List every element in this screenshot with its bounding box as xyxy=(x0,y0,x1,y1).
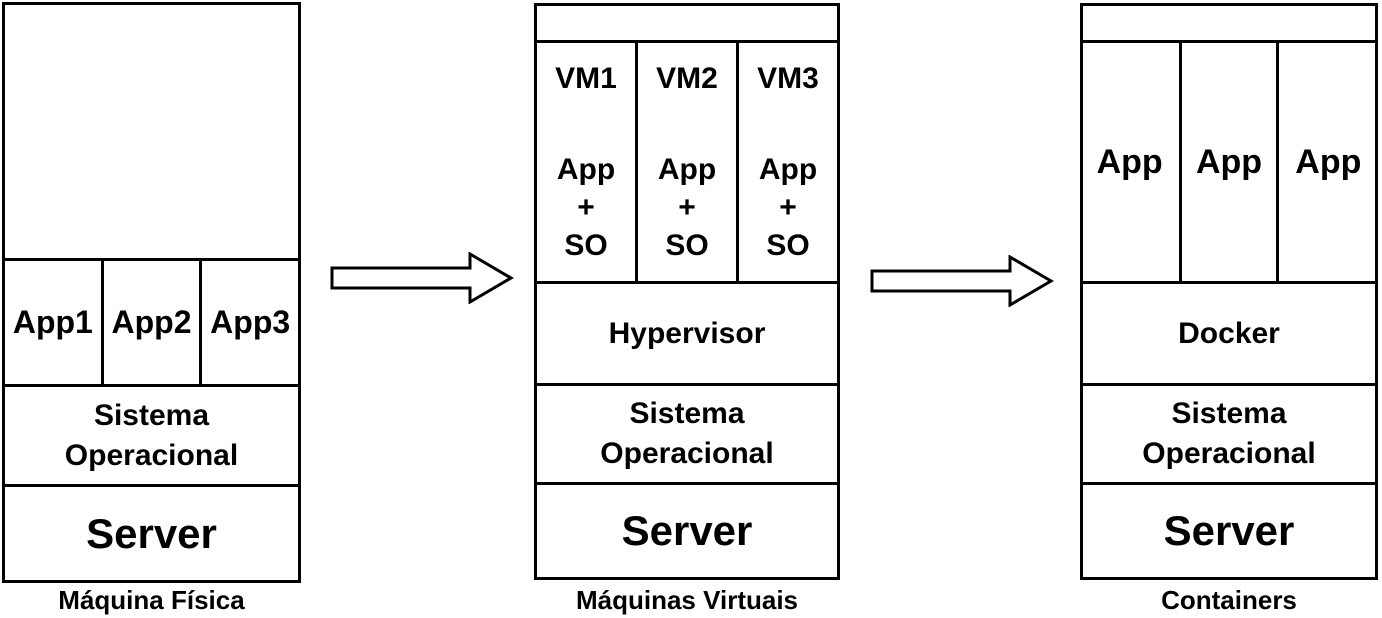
virtual-top-strip xyxy=(537,6,837,40)
containers-top-strip xyxy=(1083,6,1375,40)
vm2-content: App + SO xyxy=(658,151,716,265)
hypervisor-layer: Hypervisor xyxy=(608,316,766,350)
vm2-plus-sign: + xyxy=(678,191,696,224)
vm1-so-label: SO xyxy=(564,229,608,262)
app2-box: App2 xyxy=(100,261,200,384)
vm2-so-label: SO xyxy=(665,229,709,262)
virtual-os-layer: Sistema Operacional xyxy=(537,383,837,482)
virtual-server-layer: Server xyxy=(537,482,837,577)
os-line-1: Sistema xyxy=(1171,397,1287,430)
vm1-column: VM1 App + SO xyxy=(537,43,635,281)
containers-stack: App App App Docker Sistema Operacional S… xyxy=(1080,3,1378,580)
physical-app-row: App1 App2 App3 xyxy=(5,258,298,384)
virtual-machines-stack: VM1 App + SO VM2 App + SO VM3 App xyxy=(534,3,840,580)
vm2-title: VM2 xyxy=(656,62,718,95)
vm1-app-label: App xyxy=(556,153,616,186)
vm3-title: VM3 xyxy=(757,62,819,95)
vm3-plus-sign: + xyxy=(779,191,797,224)
vm3-app-label: App xyxy=(758,153,818,186)
vm-row: VM1 App + SO VM2 App + SO VM3 App xyxy=(537,40,837,284)
virtual-caption: Máquinas Virtuais xyxy=(575,585,799,615)
physical-empty-space xyxy=(5,5,298,258)
container-app1-column: App xyxy=(1096,142,1163,181)
containers-caption: Containers xyxy=(1161,585,1297,615)
os-line-1: Sistema xyxy=(93,398,210,432)
vm3-column: VM3 App + SO xyxy=(736,43,837,281)
vm3-so-label: SO xyxy=(766,229,810,262)
app1-box: App1 xyxy=(12,304,93,340)
containers-app-row: App App App xyxy=(1083,40,1375,284)
vm3-content: App + SO xyxy=(759,151,817,265)
physical-caption: Máquina Física xyxy=(58,585,245,615)
right-arrow-icon xyxy=(330,252,514,304)
right-arrow-icon xyxy=(870,255,1054,307)
os-line-2: Operacional xyxy=(1142,437,1316,470)
vm2-column: VM2 App + SO xyxy=(635,43,736,281)
app3-box: App3 xyxy=(199,261,298,384)
container-app2-column: App xyxy=(1179,43,1279,281)
vm1-plus-sign: + xyxy=(577,191,595,224)
os-line-2: Operacional xyxy=(600,437,774,470)
physical-os-layer: Sistema Operacional xyxy=(5,384,298,484)
containers-os-layer: Sistema Operacional xyxy=(1083,383,1375,482)
physical-server-layer: Server xyxy=(5,484,298,580)
os-line-2: Operacional xyxy=(64,438,239,472)
physical-machine-stack: App1 App2 App3 Sistema Operacional Serve… xyxy=(2,2,301,583)
docker-layer: Docker xyxy=(1178,316,1280,350)
containers-server-layer: Server xyxy=(1083,482,1375,577)
vm1-content: App + SO xyxy=(557,151,615,265)
vm2-app-label: App xyxy=(657,153,717,186)
vm1-title: VM1 xyxy=(555,62,617,95)
os-line-1: Sistema xyxy=(629,397,745,430)
container-app3-column: App xyxy=(1295,142,1362,181)
